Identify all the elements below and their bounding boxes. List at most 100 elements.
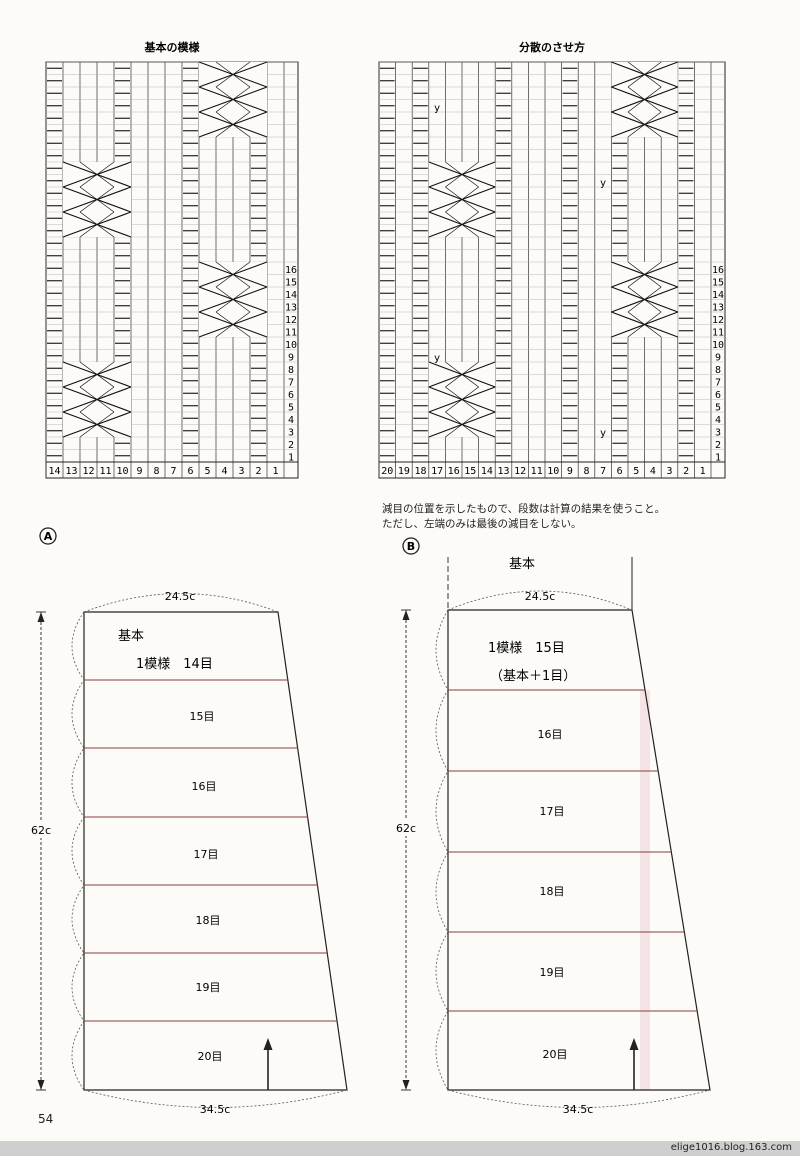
row-number: 14	[285, 290, 297, 301]
row-number: 16	[712, 265, 724, 276]
column-number: 3	[238, 466, 244, 477]
diagram-b-outline	[447, 609, 711, 1091]
decrease-mark: y	[600, 178, 606, 189]
row-number: 9	[288, 353, 294, 364]
diagram-a-section-6: 19目	[196, 981, 221, 994]
column-number: 13	[497, 466, 509, 477]
row-number: 1	[288, 453, 294, 464]
column-number: 1	[700, 466, 706, 477]
diagram-b-section-5: 19目	[540, 966, 565, 979]
diagram-a-section-7: 20目	[198, 1050, 223, 1063]
row-number: 2	[288, 440, 294, 451]
row-number: 9	[715, 353, 721, 364]
chart-b-title: 分散のさせ方	[519, 40, 585, 54]
diagram-a-bottom-width: 34.5c	[200, 1103, 231, 1116]
diagram-a-height: 62c	[31, 824, 51, 837]
diagram-b-section-1-line1: 1模様 15目	[488, 641, 565, 656]
column-number: 8	[153, 466, 159, 477]
column-number: 18	[414, 466, 426, 477]
marker-a-circle	[39, 527, 57, 545]
row-number: 11	[285, 328, 297, 339]
column-number: 12	[514, 466, 526, 477]
column-number: 1	[272, 466, 278, 477]
column-number: 6	[617, 466, 623, 477]
diagram-a-section-1: 1模様 14目	[136, 657, 213, 672]
column-number: 9	[136, 466, 142, 477]
row-number: 13	[285, 303, 297, 314]
row-number: 12	[285, 315, 297, 326]
column-number: 13	[65, 466, 77, 477]
diagram-b-section-1-line2: （基本＋1目）	[490, 669, 576, 684]
row-number: 16	[285, 265, 297, 276]
row-number: 11	[712, 328, 724, 339]
row-number: 12	[712, 315, 724, 326]
row-number: 4	[715, 415, 721, 426]
diagram-a-top-width: 24.5c	[165, 590, 196, 603]
row-number: 1	[715, 453, 721, 464]
row-number: 2	[715, 440, 721, 451]
row-number: 5	[715, 403, 721, 414]
diagram-b-height: 62c	[396, 822, 416, 835]
decrease-mark: y	[434, 353, 440, 364]
column-number: 7	[600, 466, 606, 477]
column-number: 17	[431, 466, 443, 477]
column-number: 20	[381, 466, 393, 477]
row-number: 14	[712, 290, 724, 301]
row-number: 7	[715, 378, 721, 389]
column-number: 5	[633, 466, 639, 477]
row-number: 6	[715, 390, 721, 401]
column-number: 11	[99, 466, 111, 477]
row-number: 15	[712, 278, 724, 289]
row-number: 3	[288, 428, 294, 439]
note-line-2: ただし、左端のみは最後の減目をしない。	[382, 518, 582, 530]
diagram-b-section-6: 20目	[543, 1048, 568, 1061]
marker-b: B	[407, 540, 415, 553]
decrease-mark: y	[600, 428, 606, 439]
row-number: 6	[288, 390, 294, 401]
diagram-a-section-4: 17目	[194, 848, 219, 861]
note-line-1: 減目の位置を示したもので、段数は計算の結果を使うこと。	[382, 503, 666, 515]
row-number: 10	[285, 340, 297, 351]
column-number: 2	[255, 466, 261, 477]
row-number: 4	[288, 415, 294, 426]
row-number: 13	[712, 303, 724, 314]
watermark-bar: elige1016.blog.163.com	[0, 1141, 800, 1156]
marker-b-circle	[402, 537, 420, 555]
column-number: 5	[204, 466, 210, 477]
row-number: 8	[288, 365, 294, 376]
column-number: 10	[547, 466, 559, 477]
column-number: 4	[650, 466, 656, 477]
diagram-a-outline	[83, 611, 348, 1091]
row-number: 5	[288, 403, 294, 414]
row-number: 3	[715, 428, 721, 439]
column-number: 6	[187, 466, 193, 477]
diagram-a-section-3: 16目	[192, 780, 217, 793]
diagram-a-kihon: 基本	[118, 629, 144, 644]
diagram-b-section-2: 16目	[538, 728, 563, 741]
diagram-b-top-width: 24.5c	[525, 590, 556, 603]
diagram-b: B 基本 62c 24.5c 34.5c 1模様 15目 （基本＋1目） 16目…	[393, 537, 711, 1116]
column-number: 11	[531, 466, 543, 477]
chart-a-title: 基本の模様	[144, 40, 201, 54]
column-number: 15	[464, 466, 476, 477]
diagram-b-section-3: 17目	[540, 805, 565, 818]
column-number: 10	[116, 466, 128, 477]
diagram-a-section-5: 18目	[196, 914, 221, 927]
column-number: 19	[398, 466, 410, 477]
watermark: elige1016.blog.163.com	[670, 1142, 792, 1153]
marker-a: A	[44, 530, 53, 543]
row-number: 8	[715, 365, 721, 376]
column-number: 9	[567, 466, 573, 477]
column-number: 12	[82, 466, 94, 477]
column-number: 14	[481, 466, 493, 477]
column-number: 8	[583, 466, 589, 477]
decrease-note: 減目の位置を示したもので、段数は計算の結果を使うこと。 ただし、左端のみは最後の…	[382, 502, 792, 532]
column-number: 14	[48, 466, 60, 477]
column-number: 2	[683, 466, 689, 477]
diagram-b-section-4: 18目	[540, 885, 565, 898]
decrease-mark: y	[434, 103, 440, 114]
diagram-a: A 62c 24.5c 34.5c 基本 1模様 14目 15目 16目 17目…	[28, 527, 348, 1116]
column-number: 16	[448, 466, 460, 477]
column-number: 3	[666, 466, 672, 477]
